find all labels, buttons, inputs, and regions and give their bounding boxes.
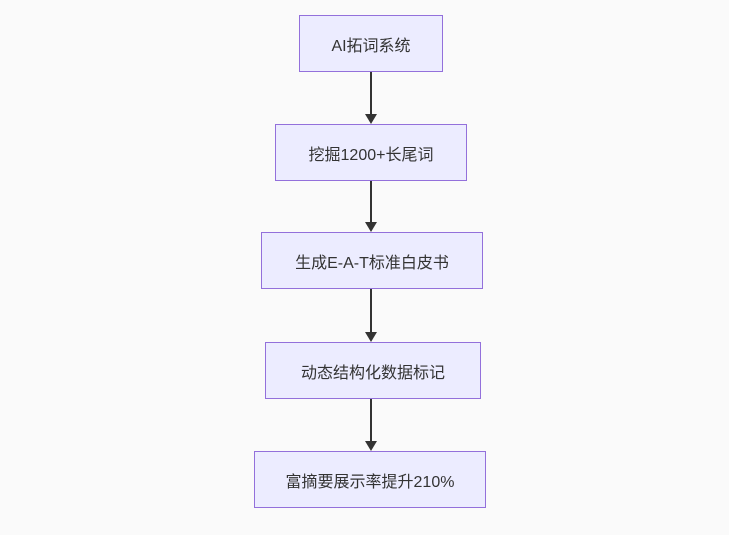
flow-edge-2 (365, 181, 377, 232)
flow-node-label: 生成E-A-T标准白皮书 (295, 254, 449, 272)
edge-line (370, 289, 372, 334)
flow-node-label: 挖掘1200+长尾词 (308, 146, 434, 164)
flow-node-rich-snippet-result: 富摘要展示率提升210% (254, 451, 486, 508)
edge-line (370, 399, 372, 443)
flow-node-label: AI拓词系统 (331, 37, 411, 55)
flow-node-longtail-mining: 挖掘1200+长尾词 (275, 124, 467, 181)
arrow-down-icon (365, 114, 377, 124)
flow-node-ai-keyword-system: AI拓词系统 (299, 15, 443, 72)
arrow-down-icon (365, 332, 377, 342)
flow-node-structured-data-markup: 动态结构化数据标记 (265, 342, 481, 399)
flow-node-label: 动态结构化数据标记 (300, 364, 445, 382)
edge-line (370, 181, 372, 224)
flow-node-eat-whitepaper: 生成E-A-T标准白皮书 (261, 232, 483, 289)
arrow-down-icon (365, 441, 377, 451)
edge-line (370, 72, 372, 116)
flow-edge-3 (365, 289, 377, 342)
flow-edge-4 (365, 399, 377, 451)
arrow-down-icon (365, 222, 377, 232)
flow-edge-1 (365, 72, 377, 124)
flow-node-label: 富摘要展示率提升210% (285, 473, 455, 491)
